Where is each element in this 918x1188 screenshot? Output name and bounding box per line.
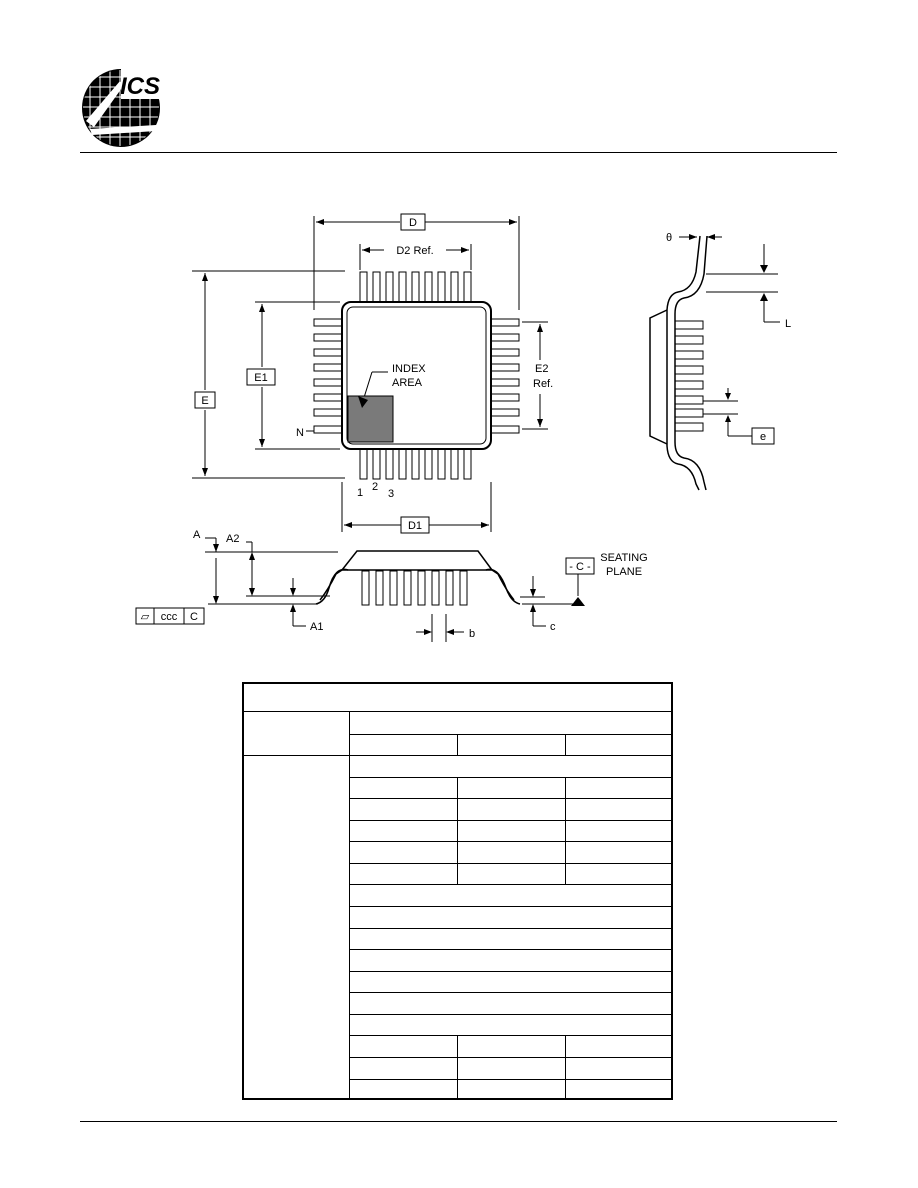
ics-logo: ICS xyxy=(82,69,160,147)
label-a: A xyxy=(193,529,201,541)
label-e-pitch: e xyxy=(760,431,766,443)
front-body-top xyxy=(341,550,493,571)
label-d2-ref: D2 Ref. xyxy=(396,245,433,257)
table-rule xyxy=(457,1035,458,1098)
label-seating: SEATING xyxy=(600,552,647,564)
label-d: D xyxy=(409,217,417,229)
tolerance-datum: C xyxy=(190,611,198,623)
table-rule xyxy=(349,711,350,1098)
tolerance-symbol: ⏥ xyxy=(141,611,150,623)
footer-rule xyxy=(80,1121,837,1122)
label-datum-c: - C - xyxy=(569,561,591,573)
front-left-lead xyxy=(315,568,349,605)
label-e1: E1 xyxy=(254,372,267,384)
label-e2-ref: Ref. xyxy=(533,378,553,390)
table-rule xyxy=(350,1057,671,1058)
front-leads xyxy=(361,570,468,606)
side-body-outline xyxy=(649,309,668,445)
left-leads xyxy=(313,318,343,434)
label-c: c xyxy=(550,621,556,633)
right-leads xyxy=(490,318,520,434)
index-area-shading xyxy=(347,395,394,443)
label-a2: A2 xyxy=(226,533,239,545)
side-lead-stubs xyxy=(674,320,704,432)
table-rule xyxy=(350,971,671,972)
table-rule xyxy=(350,884,671,885)
front-right-lead xyxy=(485,568,521,605)
label-area: AREA xyxy=(392,377,423,389)
table-rule xyxy=(350,734,671,735)
label-pin-1: 1 xyxy=(357,487,363,499)
table-rule xyxy=(350,1079,671,1080)
tolerance-value: ccc xyxy=(161,611,178,623)
package-drawing: D D2 Ref. E E1 E2 Ref. INDEX AREA N 1 2 … xyxy=(135,213,791,642)
table-rule xyxy=(350,928,671,929)
table-rule xyxy=(350,906,671,907)
table-rule xyxy=(565,1035,566,1098)
table-rule xyxy=(350,1035,671,1036)
top-leads xyxy=(359,271,472,303)
seating-plane-triangle xyxy=(571,597,585,606)
label-pin-2: 2 xyxy=(372,481,378,493)
table-rule xyxy=(350,841,671,842)
label-d1: D1 xyxy=(408,520,422,532)
table-rule xyxy=(350,777,671,778)
table-rule xyxy=(457,777,458,885)
table-rule xyxy=(350,820,671,821)
label-b: b xyxy=(469,628,475,640)
bottom-leads xyxy=(359,448,472,480)
table-rule xyxy=(350,1014,671,1015)
label-pin-3: 3 xyxy=(388,488,394,500)
table-rule xyxy=(350,863,671,864)
table-rule xyxy=(244,711,671,712)
tolerance-frame xyxy=(135,607,205,625)
label-l: L xyxy=(785,318,791,330)
header-rule xyxy=(80,152,837,153)
dimension-table xyxy=(242,682,673,1100)
package-body-inner xyxy=(346,306,487,445)
label-theta: θ xyxy=(666,232,672,244)
label-pin-n: N xyxy=(296,427,304,439)
table-rule xyxy=(565,777,566,885)
table-rule xyxy=(350,992,671,993)
label-e2: E2 xyxy=(535,363,548,375)
logo-text: ICS xyxy=(120,73,160,100)
label-a1: A1 xyxy=(310,621,323,633)
label-plane: PLANE xyxy=(606,566,642,578)
table-rule xyxy=(565,734,566,756)
table-rule xyxy=(350,949,671,950)
table-rule xyxy=(457,734,458,756)
label-e: E xyxy=(201,395,208,407)
side-lead-profile xyxy=(666,235,701,491)
label-index: INDEX xyxy=(392,363,426,375)
table-rule xyxy=(350,798,671,799)
